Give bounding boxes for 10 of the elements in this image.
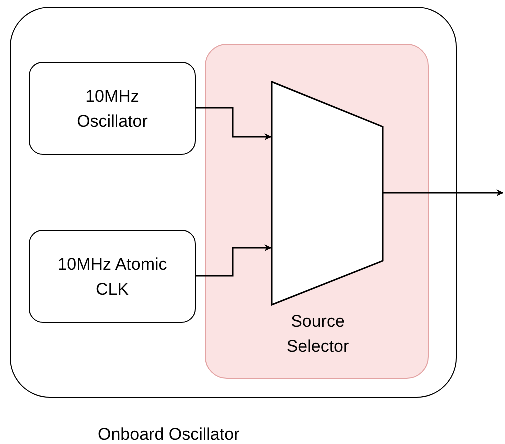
box-label: 10MHz Atomic CLK xyxy=(56,254,168,300)
selector-panel xyxy=(205,44,429,379)
panel-label: Source Selector xyxy=(286,311,350,358)
arrow xyxy=(196,244,272,277)
box-label: 10MHz Oscillator xyxy=(76,86,149,132)
process-box xyxy=(29,62,196,155)
container-heading: Onboard Oscillator xyxy=(98,424,240,444)
arrow xyxy=(196,107,272,140)
arrow xyxy=(382,190,504,196)
process-box xyxy=(29,230,196,323)
